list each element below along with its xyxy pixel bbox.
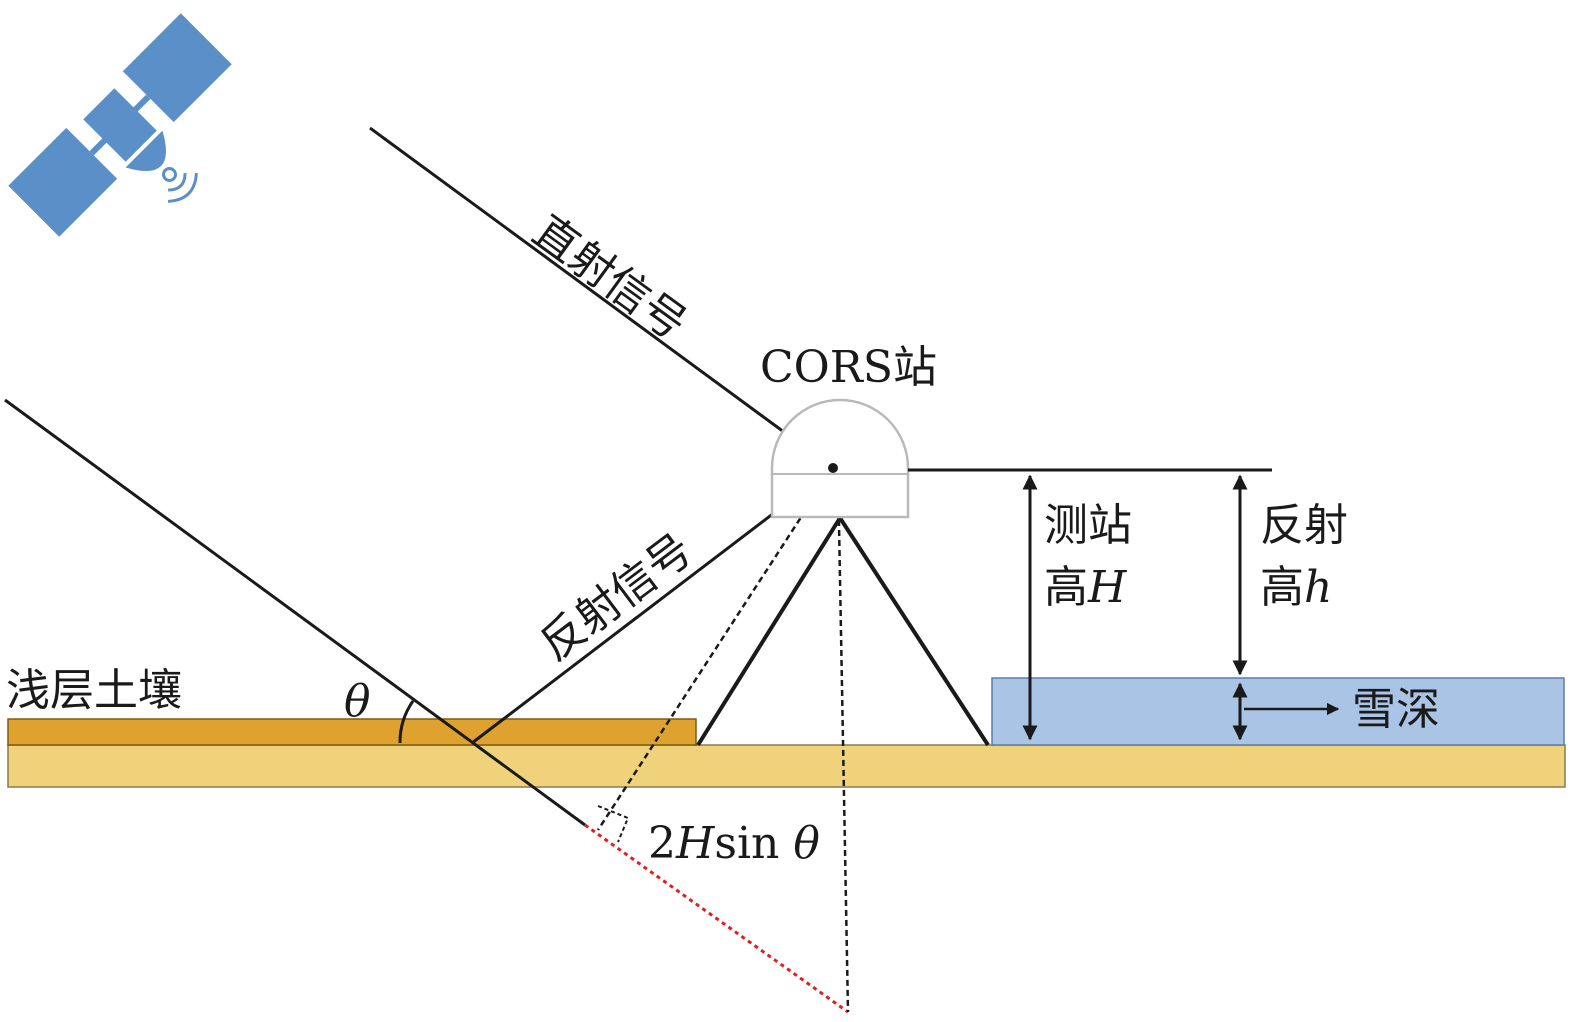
reflection-height-prefix: 高 — [1260, 562, 1304, 613]
perpendicular-dashed-line — [596, 467, 835, 831]
station-height-variable: H — [1087, 562, 1128, 613]
cors-station-label: CORS站 — [760, 342, 937, 393]
snow-depth-label: 雪深 — [1352, 684, 1440, 735]
path-diff-h: H — [675, 818, 716, 869]
reflected-signal-label: 反射信号 — [531, 524, 702, 671]
incident-signal-line — [4, 398, 586, 827]
ground-base-layer — [7, 744, 1566, 788]
station-height-label-line2: 高H — [1044, 562, 1128, 613]
path-difference-label: 2Hsin θ — [648, 818, 820, 869]
shallow-soil-label: 浅层土壤 — [6, 665, 182, 716]
station-height-prefix: 高 — [1044, 562, 1088, 613]
reflection-height-variable: h — [1304, 562, 1332, 613]
satellite-icon — [8, 13, 232, 237]
reflection-height-label-line1: 反射 — [1260, 500, 1348, 551]
elevation-angle-arc — [398, 700, 415, 744]
reflection-height-label-line2: 高h — [1260, 562, 1332, 613]
path-diff-theta: θ — [793, 818, 820, 869]
snow-layer — [991, 677, 1565, 746]
direct-signal-line — [369, 126, 834, 470]
shallow-soil-layer — [7, 718, 697, 746]
antenna-dome-icon — [770, 398, 910, 519]
station-height-label-line1: 测站 — [1044, 500, 1132, 551]
vertical-dashed-line — [836, 469, 850, 1013]
virtual-path-extension — [584, 823, 849, 1014]
right-angle-marker — [597, 805, 630, 843]
path-diff-sin: sin — [714, 818, 793, 869]
theta-label: θ — [344, 676, 371, 727]
path-diff-prefix: 2 — [648, 818, 676, 869]
direct-signal-label: 直射信号 — [524, 206, 696, 351]
